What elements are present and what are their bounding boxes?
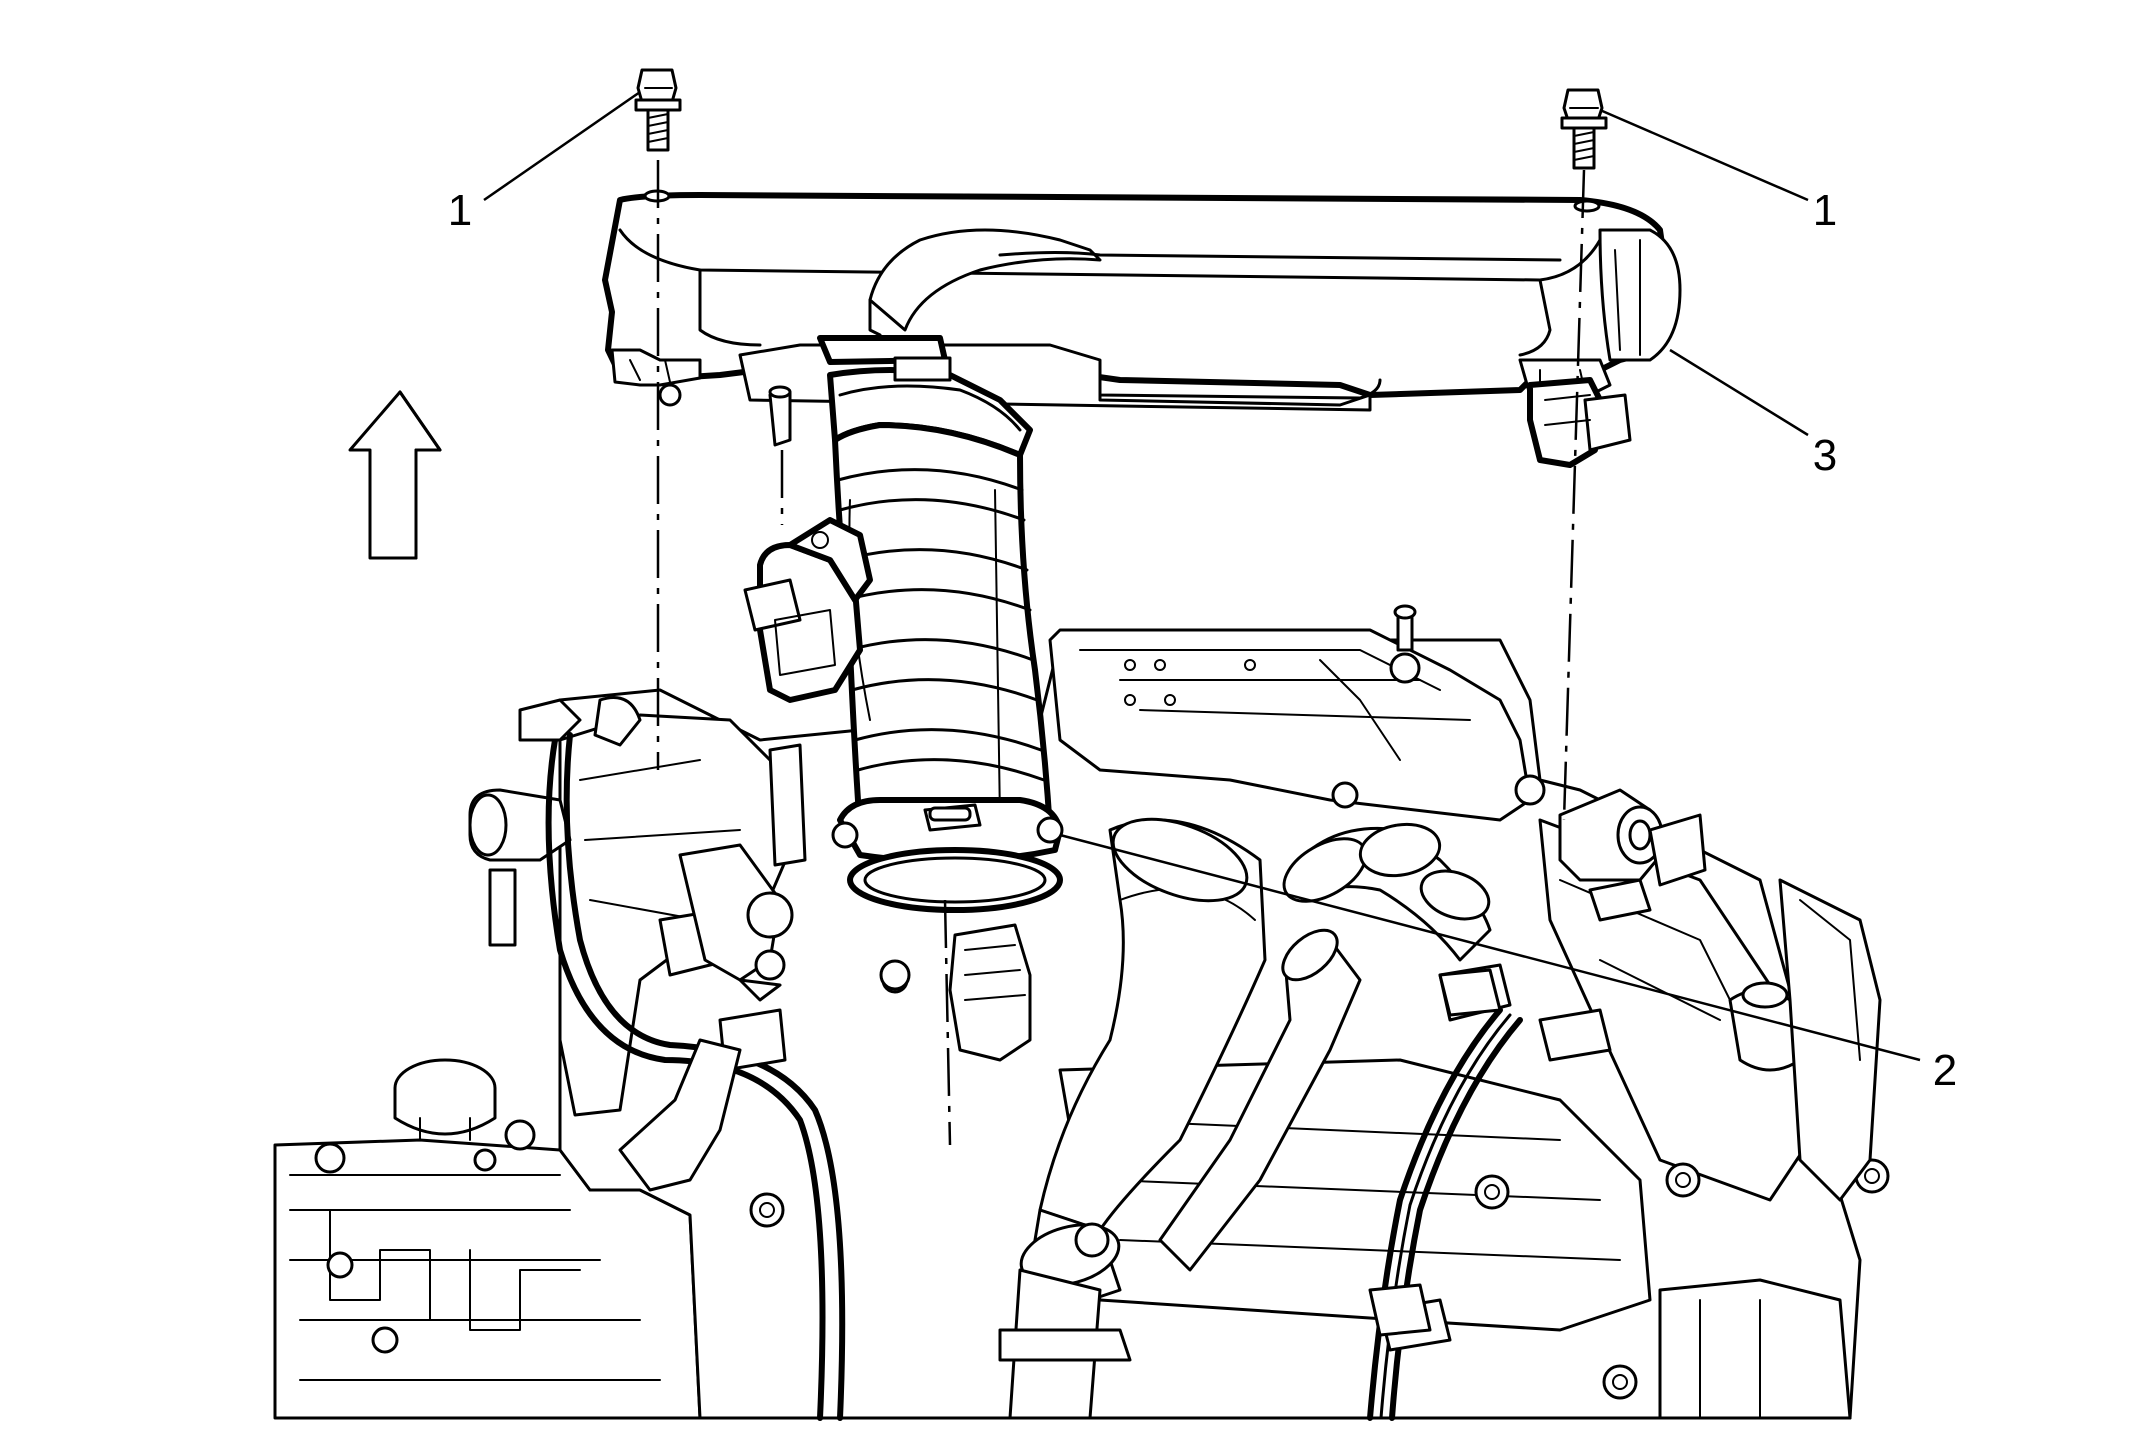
center-connectors — [879, 923, 1502, 1337]
callout-air-cleaner-outlet-duct: 3 — [1813, 431, 1837, 480]
intake-bellows-duct — [743, 335, 1064, 913]
leader-lines — [483, 90, 1921, 1062]
left-hoses — [468, 696, 846, 1421]
callout-labels: 1 1 3 2 — [448, 186, 1957, 1095]
callout-bolt-right: 1 — [1813, 186, 1837, 235]
alignment-lines — [656, 160, 1586, 1146]
center-tubes — [998, 788, 1707, 1421]
callout-throttle-body-clamp: 2 — [1933, 1046, 1957, 1095]
air-cleaner-outlet-duct — [602, 189, 1682, 412]
right-housing-connector — [1527, 377, 1632, 468]
bolt-left — [634, 68, 682, 152]
up-arrow-icon — [348, 390, 442, 560]
bolt-right — [1560, 88, 1608, 170]
callout-bolt-left: 1 — [448, 186, 472, 235]
